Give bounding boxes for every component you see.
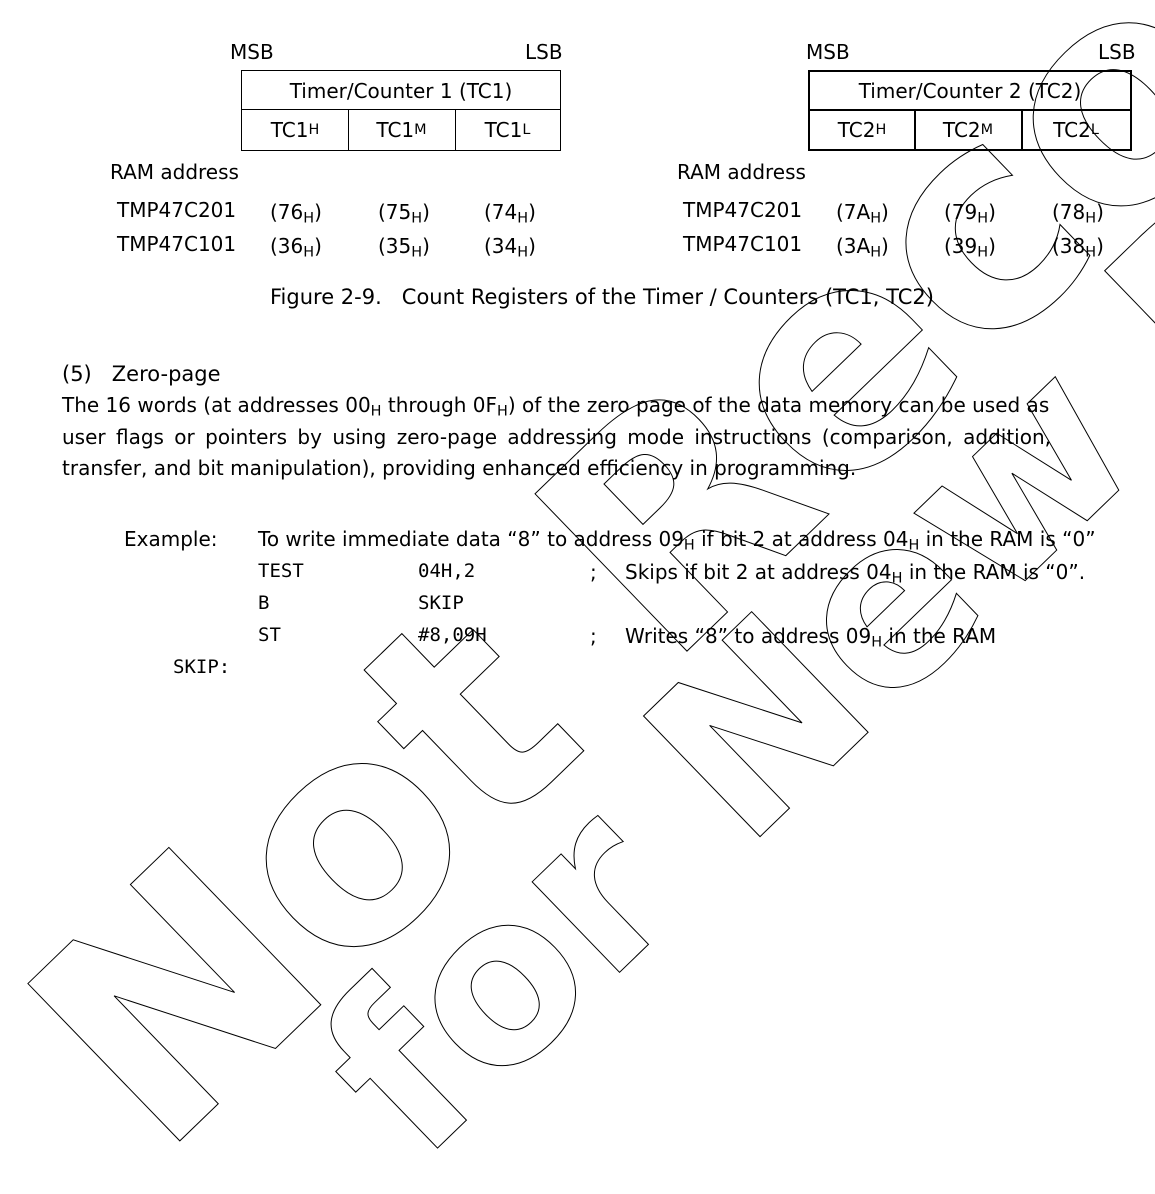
figure-caption: Figure 2-9. Count Registers of the Timer… <box>270 285 934 309</box>
ram-addr: (75H) <box>378 200 430 227</box>
ram-addr: (39H) <box>944 234 996 261</box>
code-comment: Writes “8” to address 09H in the RAM <box>625 624 997 651</box>
ram-addr: (79H) <box>944 200 996 227</box>
chip-name: TMP47C201 <box>117 198 237 222</box>
code-op: ST <box>258 624 281 646</box>
example-label: Example: <box>124 527 218 551</box>
code-semicolon: ; <box>590 560 597 584</box>
code-arg: SKIP <box>418 592 464 614</box>
ram-addr: (74H) <box>484 200 536 227</box>
lsb-label: LSB <box>1098 40 1136 64</box>
chip-name: TMP47C101 <box>683 232 803 256</box>
ram-addr: (78H) <box>1052 200 1104 227</box>
section-paragraph-line3: transfer, and bit manipulation), providi… <box>62 456 857 480</box>
tc2-title-cell: Timer/Counter 2 (TC2) <box>808 70 1132 110</box>
code-arg: #8,09H <box>418 624 487 646</box>
ram-addr: (7AH) <box>836 200 889 227</box>
msb-label: MSB <box>806 40 850 64</box>
section-heading: (5) Zero-page <box>62 362 221 386</box>
lsb-label: LSB <box>525 40 563 64</box>
tc1-title-cell: Timer/Counter 1 (TC1) <box>241 70 561 110</box>
code-op: B <box>258 592 270 614</box>
ram-address-label: RAM address <box>110 160 239 184</box>
example-description: To write immediate data “8” to address 0… <box>258 527 1096 554</box>
code-label-skip: SKIP: <box>173 656 231 678</box>
chip-name: TMP47C201 <box>683 198 803 222</box>
msb-label: MSB <box>230 40 274 64</box>
code-comment: Skips if bit 2 at address 04H in the RAM… <box>625 560 1086 587</box>
ram-addr: (76H) <box>270 200 322 227</box>
code-arg: 04H,2 <box>418 560 476 582</box>
ram-addr: (3AH) <box>836 234 889 261</box>
code-semicolon: ; <box>590 624 597 648</box>
ram-addr: (38H) <box>1052 234 1104 261</box>
code-op: TEST <box>258 560 304 582</box>
section-paragraph-line1: The 16 words (at addresses 00H through 0… <box>62 393 1050 420</box>
ram-addr: (36H) <box>270 234 322 261</box>
ram-addr: (34H) <box>484 234 536 261</box>
chip-name: TMP47C101 <box>117 232 237 256</box>
section-paragraph-line2: user flags or pointers by using zero-pag… <box>62 425 1051 449</box>
ram-address-label: RAM address <box>677 160 806 184</box>
ram-addr: (35H) <box>378 234 430 261</box>
